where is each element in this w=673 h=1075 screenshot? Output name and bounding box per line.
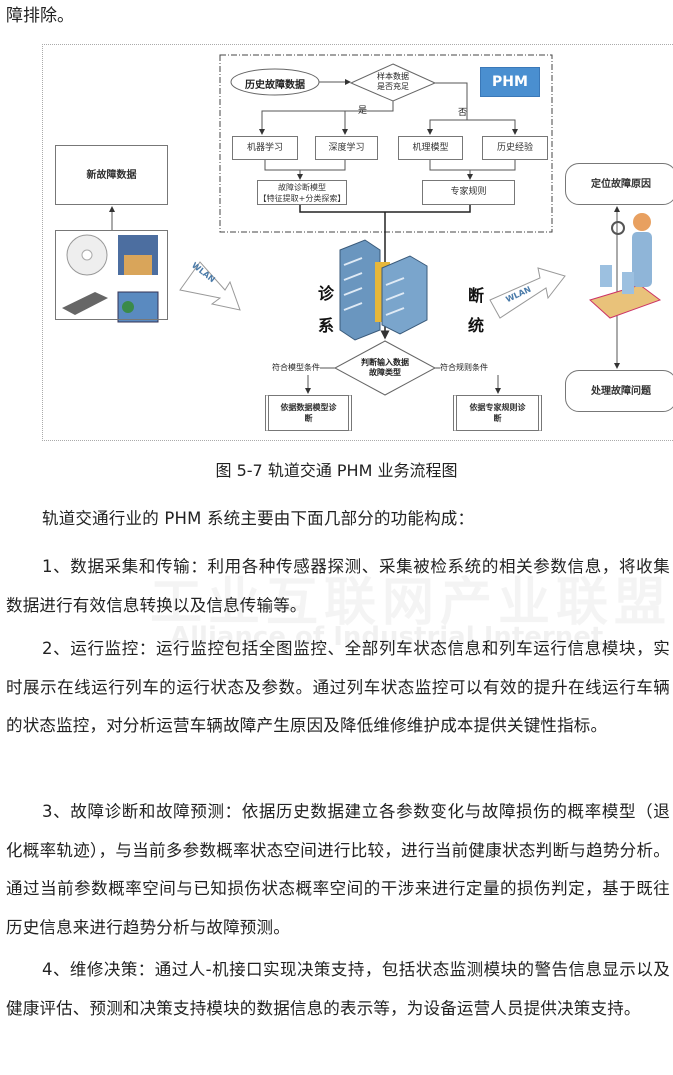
watermark: 工业互联网产业联盟 (150, 560, 672, 635)
machine-learning-box: 机器学习 (232, 136, 298, 160)
expert-rules-box: 专家规则 (422, 180, 515, 205)
paragraph-operation-monitoring: 2、运行监控：运行监控包括全图监控、全部列车状态信息和列车运行信息模块，实时展示… (6, 639, 670, 735)
phm-dashed-frame (219, 54, 553, 233)
system-char-3: 系 (318, 316, 335, 335)
data-media-box (55, 230, 168, 320)
paragraph-intro: 轨道交通行业的 PHM 系统主要由下面几部分的功能构成： (42, 509, 475, 528)
usb-drive-icon (62, 292, 108, 315)
inspector-person-icon (589, 213, 662, 319)
history-data-label: 历史故障数据 (245, 80, 305, 91)
system-char-2: 断 (468, 286, 485, 305)
history-experience-box: 历史经验 (482, 136, 548, 160)
system-char-1: 诊 (318, 284, 335, 303)
model-condition-label: 符合模型条件 (272, 362, 320, 373)
fault-diagnosis-model-box: 故障诊断模型 【特征提取+分类探索】 (257, 180, 347, 205)
rule-condition-label: 符合规则条件 (440, 362, 488, 373)
fault-type-decision-diamond (333, 340, 437, 396)
paragraph-fault-diagnosis: 3、故障诊断和故障预测：依据历史数据建立各参数变化与故障损伤的概率模型（退化概率… (6, 802, 670, 937)
no-label: 否 (458, 108, 468, 118)
paragraph-maintenance-decision: 4、维修决策：通过人-机接口实现决策支持，包括状态监测模块的警告信息显示以及健康… (6, 960, 670, 1018)
yes-label: 是 (358, 106, 368, 116)
wlan-arrow-left (179, 261, 241, 311)
new-fault-data-box: 新故障数据 (55, 145, 168, 205)
data-model-diagnosis-box: 依据数据模型诊断 (265, 395, 352, 431)
flowchart-figure (42, 44, 673, 441)
wlan-arrow-right (489, 267, 566, 319)
handle-fault-problem-box: 处理故障问题 (565, 370, 673, 412)
expert-rule-diagnosis-box: 依据专家规则诊断 (453, 395, 542, 431)
deep-learning-box: 深度学习 (315, 136, 378, 160)
paragraph-data-collection: 1、数据采集和传输：利用各种传感器探测、采集被检系统的相关参数信息，将收集数据进… (6, 557, 670, 615)
figure-caption: 图 5-7 轨道交通 PHM 业务流程图 (215, 461, 458, 480)
mechanism-model-box: 机理模型 (398, 136, 463, 160)
history-data-ellipse (230, 68, 320, 96)
sample-decision-diamond (349, 63, 437, 102)
server-icon (339, 239, 428, 341)
phm-badge: PHM (480, 67, 540, 97)
sample-decision-label: 样本数据 是否充足 (377, 72, 409, 91)
fault-type-decision-label: 判断输入数据 故障类型 (361, 358, 409, 377)
continued-text: 障排除。 (6, 6, 74, 26)
system-char-4: 统 (468, 316, 485, 335)
locate-fault-cause-box: 定位故障原因 (565, 163, 673, 205)
watermark-en: Alliance of Industrial Internet (170, 622, 604, 652)
